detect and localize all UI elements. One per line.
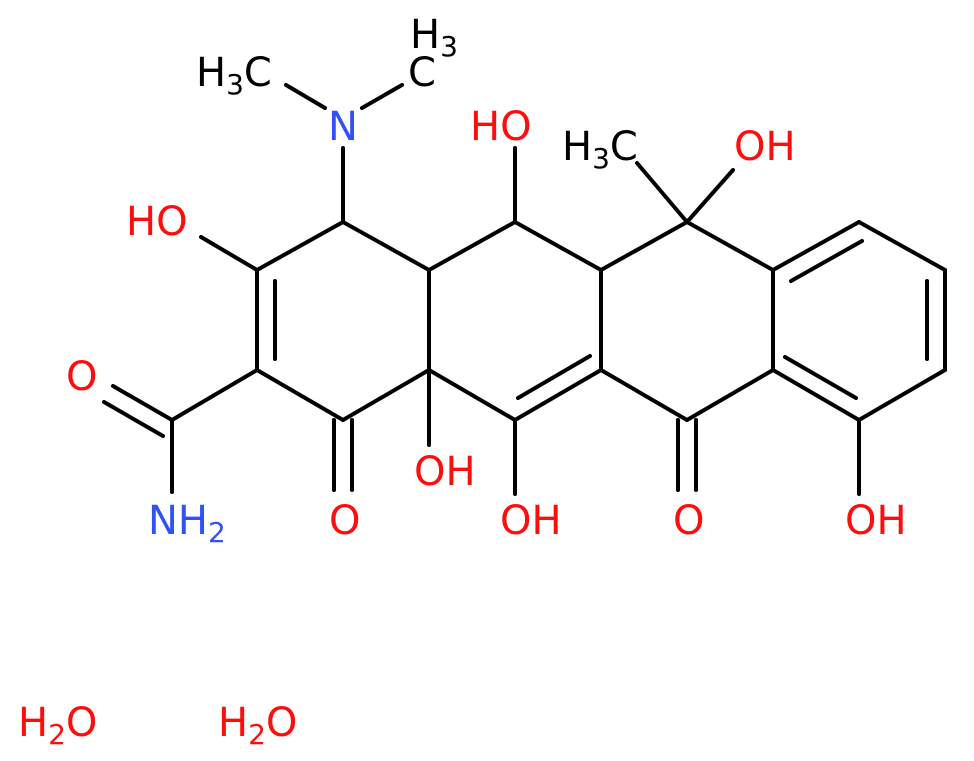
water-molecule: H2O [18,700,97,751]
atom-label-oxygen: O [329,498,360,544]
atom-labels: H3C H3 C N HO HO H3C OH O NH2 O OH OH O … [18,12,907,751]
atom-label-methyl: H3C [562,124,638,175]
bond [685,168,735,224]
atom-label-methyl: H3 [410,12,458,63]
bond-lines [102,83,947,496]
atom-label-nitrogen: N [328,104,358,150]
water-molecule: H2O [218,700,297,751]
atom-label-hydroxyl: HO [470,104,532,150]
bond [341,220,431,272]
atom-label-carbon: C [408,50,436,96]
bond [783,355,858,400]
bond [513,368,603,422]
bond [513,220,603,272]
bond [360,83,404,110]
atom-label-amine: NH2 [148,498,226,549]
bond [284,83,327,110]
bond [102,400,165,438]
bond [427,220,517,272]
bond [516,354,592,400]
bond [341,368,431,422]
bond [771,368,861,422]
bond [789,239,864,283]
atom-label-hydroxyl: OH [414,449,476,495]
bond [685,368,775,422]
bond [635,161,689,224]
atom-label-oxygen: O [66,354,97,400]
bond [599,220,689,272]
atom-label-hydroxyl: HO [126,199,188,245]
bond [199,235,259,272]
bond [599,368,689,422]
bond [685,220,775,272]
atom-label-oxygen: O [673,498,704,544]
bond [857,220,947,272]
bond [111,384,174,422]
bond [427,368,517,422]
atom-label-hydroxyl: OH [734,124,796,170]
atom-label-methyl: H3C [196,50,272,101]
atom-label-hydroxyl: OH [845,498,907,544]
bond [170,368,259,422]
atom-label-hydroxyl: OH [500,498,562,544]
bond [857,368,947,422]
bond [255,368,345,422]
bond [771,220,861,272]
bond [255,220,345,272]
